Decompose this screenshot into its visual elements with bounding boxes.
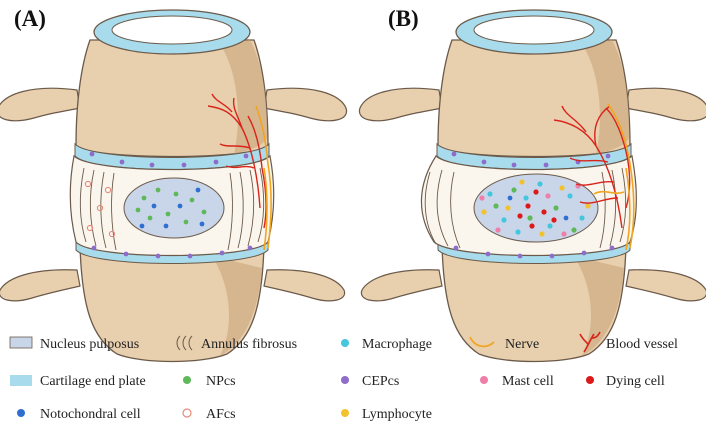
legend-item-annulus-fibrosus: Annulus fibrosus [176, 335, 297, 352]
np-cells-b [493, 187, 577, 233]
legend-label: CEPcs [362, 374, 399, 389]
legend-label: NPcs [206, 374, 236, 389]
legend-item-notochordal-cell: Notochondral cell [17, 407, 141, 422]
legend-item-af-cells: AFcs [182, 407, 236, 422]
legend-label: Notochondral cell [40, 407, 141, 422]
np-cell-dot-icon [183, 376, 191, 384]
mast-cell-dot-icon [480, 376, 488, 384]
lymphocyte-dot-icon [341, 409, 349, 417]
annulus-arcs-icon [176, 335, 193, 351]
legend-item-macrophage: Macrophage [341, 337, 432, 352]
blood-vessels [207, 93, 267, 229]
legend-item-blood-vessel: Blood vessel [579, 331, 678, 353]
nucleus-swatch-icon [9, 336, 33, 349]
nerve-b [593, 103, 635, 251]
legend-label: Lymphocyte [362, 407, 432, 422]
legend-label: Nerve [505, 337, 539, 352]
macrophages [487, 181, 585, 235]
legend-label: Annulus fibrosus [201, 337, 297, 352]
nerve [255, 105, 272, 251]
lymphocytes [481, 179, 591, 237]
blood-vessel-branch-icon [579, 331, 601, 353]
cep-cells-b [451, 151, 615, 259]
legend-item-cep-cells: CEPcs [341, 374, 399, 389]
legend-item-np-cells: NPcs [183, 374, 236, 389]
notochordal-cells-b [507, 195, 569, 221]
nucleus-pulposus [123, 177, 225, 239]
af-cell-dot-icon [182, 408, 192, 418]
legend-label: AFcs [206, 407, 236, 422]
legend-label: Dying cell [606, 374, 665, 389]
mast-cells [479, 183, 581, 237]
legend-item-cartilage-end-plate: Cartilage end plate [10, 374, 146, 389]
notochordal-cell-dot-icon [17, 409, 25, 417]
af-cells [84, 180, 116, 238]
legend-label: Mast cell [502, 374, 554, 389]
legend-label: Macrophage [362, 337, 432, 352]
legend-label: Cartilage end plate [40, 374, 146, 389]
legend: Nucleus pulposus Annulus fibrosus Macrop… [9, 331, 678, 422]
dying-cell-dot-icon [586, 376, 594, 384]
np-cells [135, 187, 207, 225]
legend-label: Blood vessel [606, 337, 678, 352]
legend-item-nucleus-pulposus: Nucleus pulposus [9, 336, 139, 352]
macrophage-dot-icon [341, 339, 349, 347]
nerve-line-icon [469, 336, 495, 348]
panel-a-healthy-disc [0, 9, 348, 363]
legend-label: Nucleus pulposus [40, 337, 139, 352]
cep-cells [89, 151, 253, 259]
panel-a-label: (A) [14, 6, 46, 31]
legend-item-nerve: Nerve [469, 336, 539, 352]
dying-cells [517, 189, 557, 229]
legend-item-dying-cell: Dying cell [586, 374, 665, 389]
panel-b-degenerated-disc [358, 9, 706, 363]
panel-b-label: (B) [388, 6, 419, 31]
cep-cell-dot-icon [341, 376, 349, 384]
legend-item-mast-cell: Mast cell [480, 374, 554, 389]
nucleus-pulposus-degenerated [473, 173, 599, 243]
notochordal-cells [139, 187, 205, 229]
legend-item-lymphocyte: Lymphocyte [341, 407, 432, 422]
cartilage-swatch-icon [10, 375, 32, 386]
